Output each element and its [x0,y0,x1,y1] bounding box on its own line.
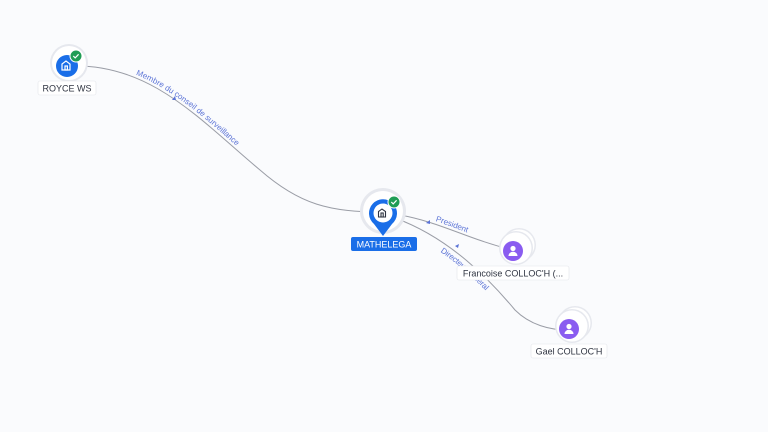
node-gael-colloch[interactable]: Gael COLLOC'H [530,306,608,359]
node-mathelega[interactable]: MATHELEGA [351,188,417,251]
node-label-box [456,265,570,281]
arrow-icon [172,96,176,100]
node-label-box [351,237,417,251]
arrow-icon [455,244,459,248]
edge-royce-mathelega[interactable]: Membre du conseil de surveillance [67,65,384,213]
building-icon [377,208,387,218]
node-label: Gael COLLOC'H [536,347,603,357]
check-badge-icon [69,49,83,63]
person-icon [564,323,574,334]
node-francoise-colloch[interactable]: Francoise COLLOC'H (... [456,228,570,281]
node-label-box [530,343,608,359]
node-royce-ws[interactable]: ROYCE WS [37,44,97,96]
person-icon [508,245,518,256]
node-label: MATHELEGA [357,240,412,250]
building-icon [61,60,71,71]
edge-label: Membre du conseil de surveillance [135,68,242,148]
node-label: ROYCE WS [42,84,91,94]
edge-label: President [435,214,471,234]
node-label: Francoise COLLOC'H (... [463,269,563,279]
node-label-box [37,80,97,96]
check-badge-icon [387,195,401,209]
arrow-icon [426,220,430,224]
